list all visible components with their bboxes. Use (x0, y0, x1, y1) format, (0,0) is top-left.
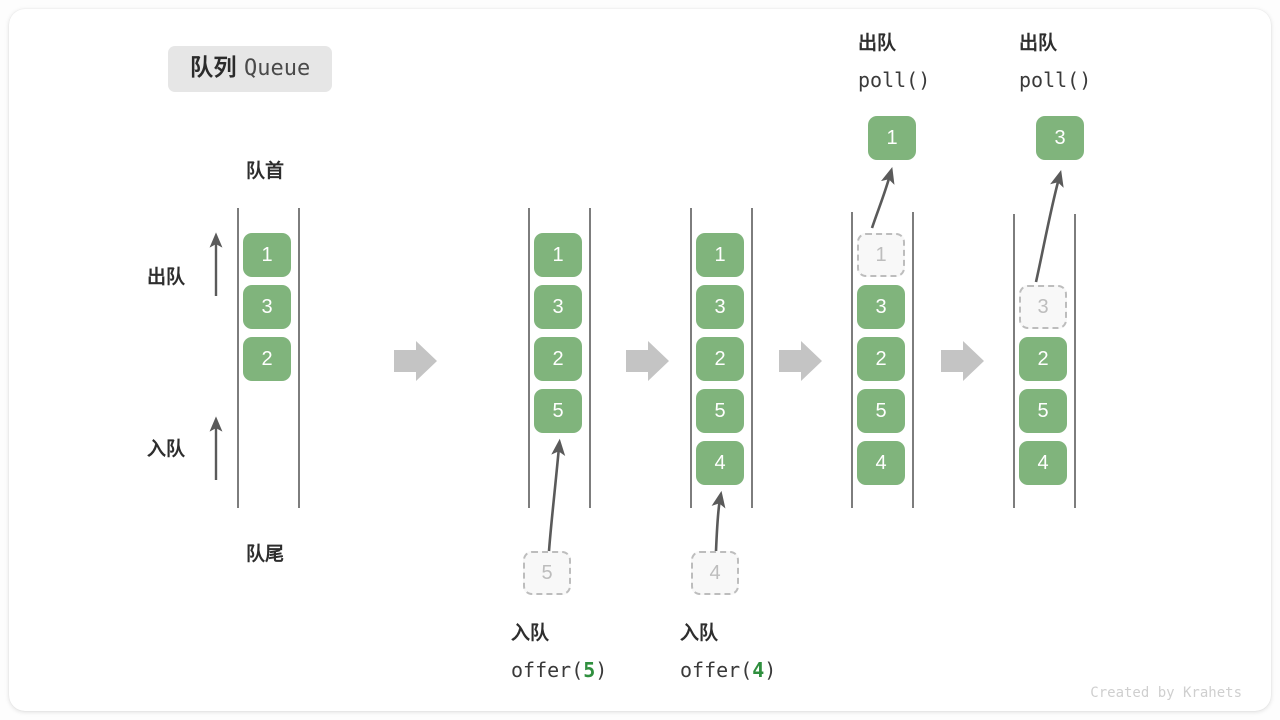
title-english: Queue (244, 56, 311, 81)
queue-element: 2 (696, 337, 744, 381)
op-label-code: poll() (858, 68, 931, 92)
queue-element: 2 (857, 337, 905, 381)
rail-left (528, 208, 530, 508)
op-code-value: 4 (752, 658, 765, 682)
op-code-suffix: ) (595, 658, 608, 682)
queue-element: 3 (534, 285, 582, 329)
rail-right (1074, 214, 1076, 508)
op-code-prefix: offer( (680, 658, 753, 682)
label-dequeue: 出队 (147, 267, 186, 288)
diagram-card (9, 9, 1271, 711)
label-front: 队首 (245, 161, 285, 182)
op-label-chinese: 出队 (1019, 33, 1058, 54)
queue-element-new: 5 (534, 389, 582, 433)
label-enqueue: 入队 (147, 439, 186, 460)
rail-right (298, 208, 300, 508)
op-code-value: 5 (583, 658, 596, 682)
queue-element: 3 (857, 285, 905, 329)
queue-element: 2 (243, 337, 291, 381)
title-badge: 队列 Queue (168, 46, 333, 92)
label-rear: 队尾 (245, 544, 285, 565)
removed-ghost-element: 3 (1019, 285, 1067, 329)
queue-element: 2 (534, 337, 582, 381)
credit-text: Created by Krahets (1090, 685, 1242, 701)
queue-element: 1 (534, 233, 582, 277)
rail-left (851, 212, 853, 508)
queue-element: 3 (696, 285, 744, 329)
queue-element: 4 (1019, 441, 1067, 485)
queue-element-new: 4 (696, 441, 744, 485)
op-label-code: poll() (1019, 68, 1092, 92)
popped-element: 3 (1036, 116, 1084, 160)
op-code-suffix: ) (764, 658, 777, 682)
title-chinese: 队列 (190, 54, 237, 80)
queue-element: 1 (243, 233, 291, 277)
queue-element: 2 (1019, 337, 1067, 381)
op-label-chinese: 入队 (680, 623, 719, 644)
op-label-chinese: 出队 (858, 33, 897, 54)
rail-left (690, 208, 692, 508)
rail-left (1013, 214, 1015, 508)
rail-right (589, 208, 591, 508)
queue-element: 5 (696, 389, 744, 433)
removed-ghost-element: 1 (857, 233, 905, 277)
op-code-prefix: offer( (511, 658, 584, 682)
queue-element: 1 (696, 233, 744, 277)
op-label-chinese: 入队 (511, 623, 550, 644)
queue-element: 5 (1019, 389, 1067, 433)
incoming-ghost-element: 4 (691, 551, 739, 595)
queue-element: 4 (857, 441, 905, 485)
op-label-code: offer(5) (511, 660, 607, 680)
queue-element: 5 (857, 389, 905, 433)
rail-right (912, 212, 914, 508)
incoming-ghost-element: 5 (523, 551, 571, 595)
op-label-code: offer(4) (680, 660, 776, 680)
popped-element: 1 (868, 116, 916, 160)
rail-right (751, 208, 753, 508)
rail-left (237, 208, 239, 508)
queue-element: 3 (243, 285, 291, 329)
